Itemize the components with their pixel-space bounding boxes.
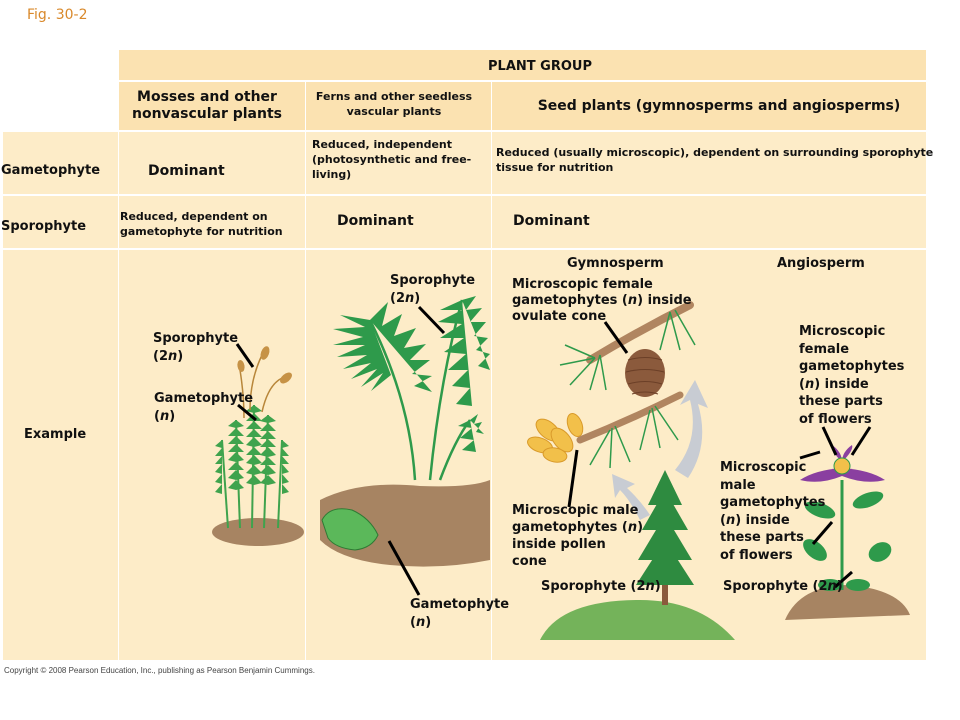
example-row-bg <box>3 250 926 660</box>
fern-gametophyte-label: Gametophyte (n) <box>410 597 510 630</box>
plant-group-title: PLANT GROUP <box>488 59 592 74</box>
pine-branch-illustration <box>527 301 696 508</box>
gymno-male-label: Microscopic male gametophytes (n) inside… <box>512 503 644 569</box>
row-label-gametophyte: Gametophyte <box>1 163 101 178</box>
fern-illustration <box>320 296 490 596</box>
angio-female-label: Microscopic female gametophytes (n) insi… <box>799 324 905 427</box>
cell-sporophyte-mosses: Reduced, dependent on gametophyte for nu… <box>120 210 283 238</box>
row-label-example: Example <box>24 427 87 442</box>
column-header-seed-plants: Seed plants (gymnosperms and angiosperms… <box>537 98 901 114</box>
row-label-sporophyte: Sporophyte <box>1 219 87 234</box>
gymno-female-label: Microscopic female gametophytes (n) insi… <box>512 277 692 324</box>
cell-sporophyte-seed: Dominant <box>513 213 590 229</box>
cell-sporophyte-ferns: Dominant <box>337 213 414 229</box>
angio-sporophyte-label: Sporophyte (2n) <box>723 579 843 594</box>
angio-male-label: Microscopic male gametophytes (n) inside… <box>720 460 826 563</box>
flowering-plant-illustration <box>785 426 910 620</box>
subhead-angiosperm: Angiosperm <box>777 256 865 271</box>
moss-illustration <box>212 343 304 546</box>
column-header-ferns: Ferns and other seedless vascular plants <box>315 90 473 118</box>
cell-gametophyte-seed: Reduced (usually microscopic), dependent… <box>496 146 934 174</box>
subhead-gymnosperm: Gymnosperm <box>567 256 664 271</box>
figure-label: Fig. 30-2 <box>27 7 88 23</box>
gymno-sporophyte-label: Sporophyte (2n) <box>541 579 661 594</box>
gametophyte-row-bg <box>3 132 926 194</box>
cell-gametophyte-mosses: Dominant <box>148 163 225 179</box>
fern-sporophyte-label: Sporophyte (2n) <box>390 273 476 306</box>
pine-tree-illustration <box>540 470 735 640</box>
moss-gametophyte-label: Gametophyte (n) <box>154 391 254 424</box>
cell-gametophyte-ferns: Reduced, independent (photosynthetic and… <box>312 138 472 181</box>
copyright-text: Copyright © 2008 Pearson Education, Inc.… <box>4 666 315 675</box>
moss-sporophyte-label: Sporophyte (2n) <box>153 331 239 364</box>
sporophyte-row-bg <box>3 196 926 248</box>
arrow-up-icon <box>612 380 708 520</box>
column-header-mosses: Mosses and other nonvascular plants <box>131 89 282 122</box>
table-header-bg <box>119 50 926 130</box>
